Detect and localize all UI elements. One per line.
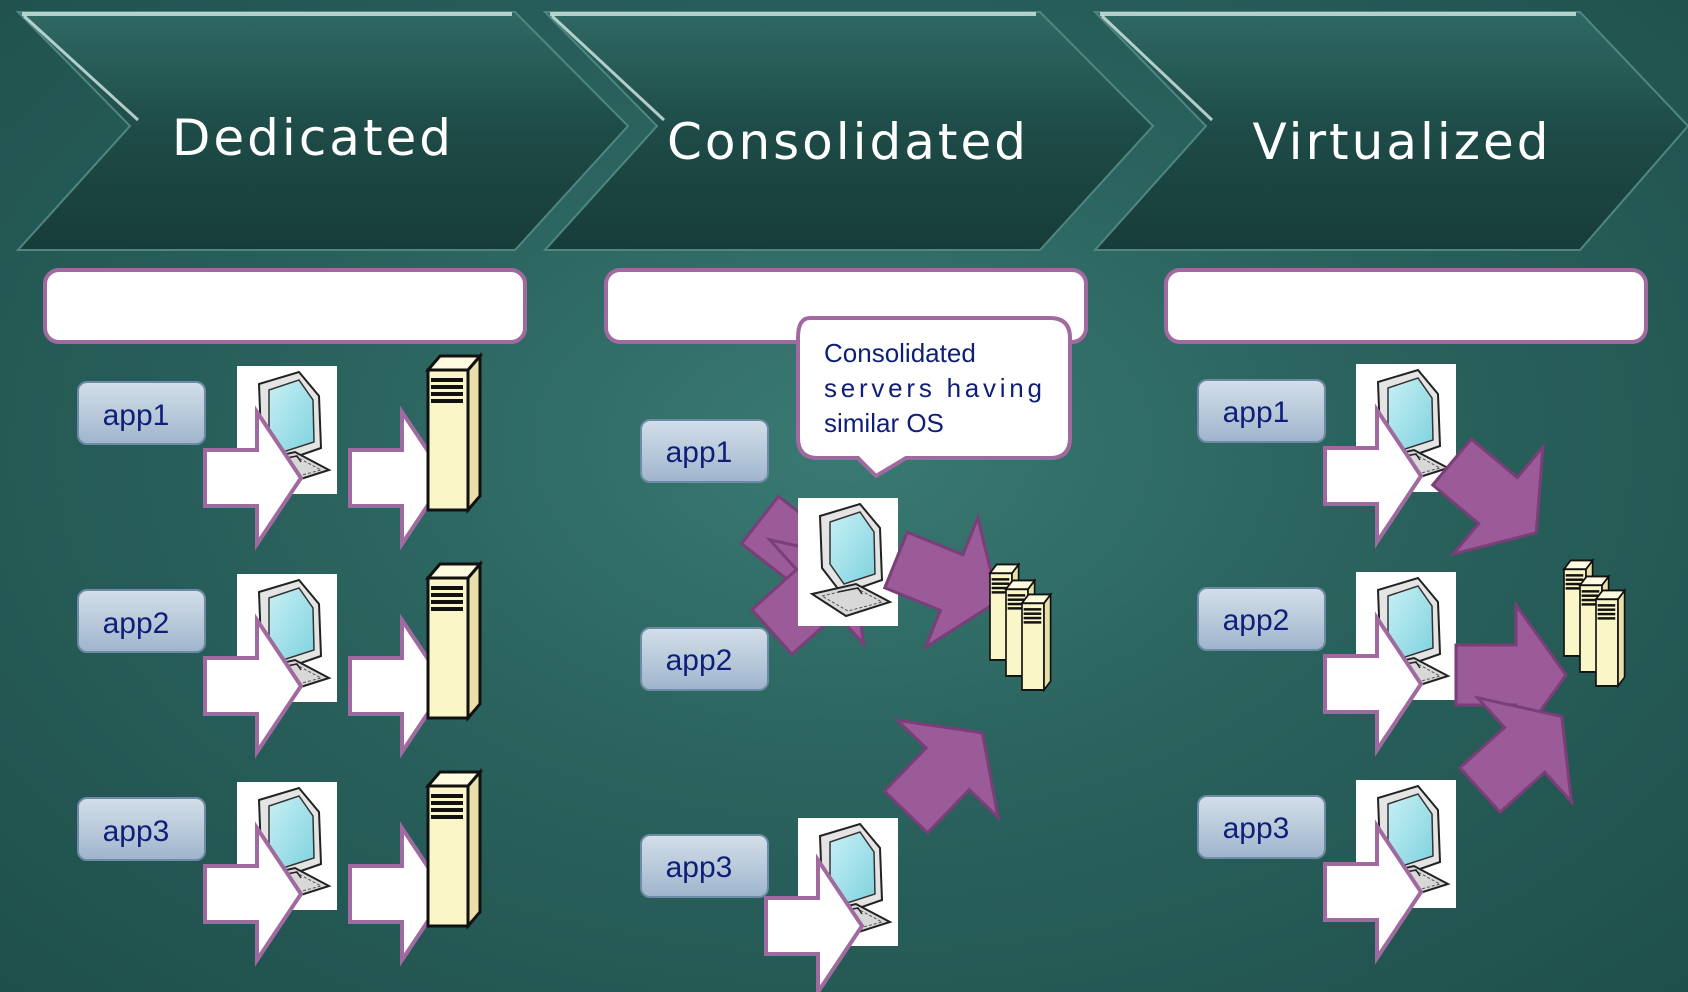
app-label: app2 bbox=[103, 607, 170, 640]
app-box bbox=[77, 589, 206, 653]
chevron-consolidated: Consolidated bbox=[542, 11, 1155, 251]
app-box bbox=[640, 419, 769, 483]
app-label: app1 bbox=[1223, 396, 1290, 429]
workstation-icon bbox=[797, 497, 899, 627]
app-label: app1 bbox=[666, 436, 733, 469]
header-box-dedicated bbox=[43, 268, 527, 344]
consolidated-column: Consolidated servers having similar OS a… bbox=[640, 316, 1072, 992]
stage-title-virtualized: Virtualized bbox=[1252, 113, 1551, 171]
app-label: app1 bbox=[103, 399, 170, 432]
app-label: app2 bbox=[1223, 604, 1290, 637]
app-box bbox=[1197, 795, 1326, 859]
callout-line-3: similar OS bbox=[824, 408, 944, 438]
server-tower-icon bbox=[426, 354, 482, 512]
app-box bbox=[1197, 587, 1326, 651]
virtualized-column: app1 app2 app3 bbox=[1197, 363, 1625, 960]
chevron-dedicated: Dedicated bbox=[15, 11, 630, 251]
server-cluster-icon bbox=[990, 564, 1051, 689]
app-box bbox=[640, 627, 769, 691]
app-box bbox=[640, 834, 769, 898]
dedicated-column: app1 app2 app3 bbox=[77, 354, 482, 962]
app-label: app3 bbox=[666, 851, 733, 884]
app-box bbox=[77, 797, 206, 861]
stage-title-consolidated: Consolidated bbox=[667, 113, 1029, 171]
server-tower-icon bbox=[426, 770, 482, 928]
app-label: app2 bbox=[666, 644, 733, 677]
header-box-virtualized bbox=[1164, 268, 1648, 344]
callout-line-1: Consolidated bbox=[824, 338, 976, 368]
app-label: app3 bbox=[103, 815, 170, 848]
app-box bbox=[77, 381, 206, 445]
chevron-virtualized: Virtualized bbox=[1092, 11, 1688, 251]
app-box bbox=[1197, 379, 1326, 443]
callout-bubble bbox=[796, 316, 1072, 479]
server-tower-icon bbox=[426, 562, 482, 720]
stage-title-dedicated: Dedicated bbox=[172, 109, 454, 167]
server-cluster-icon bbox=[1564, 560, 1625, 685]
app-label: app3 bbox=[1223, 812, 1290, 845]
